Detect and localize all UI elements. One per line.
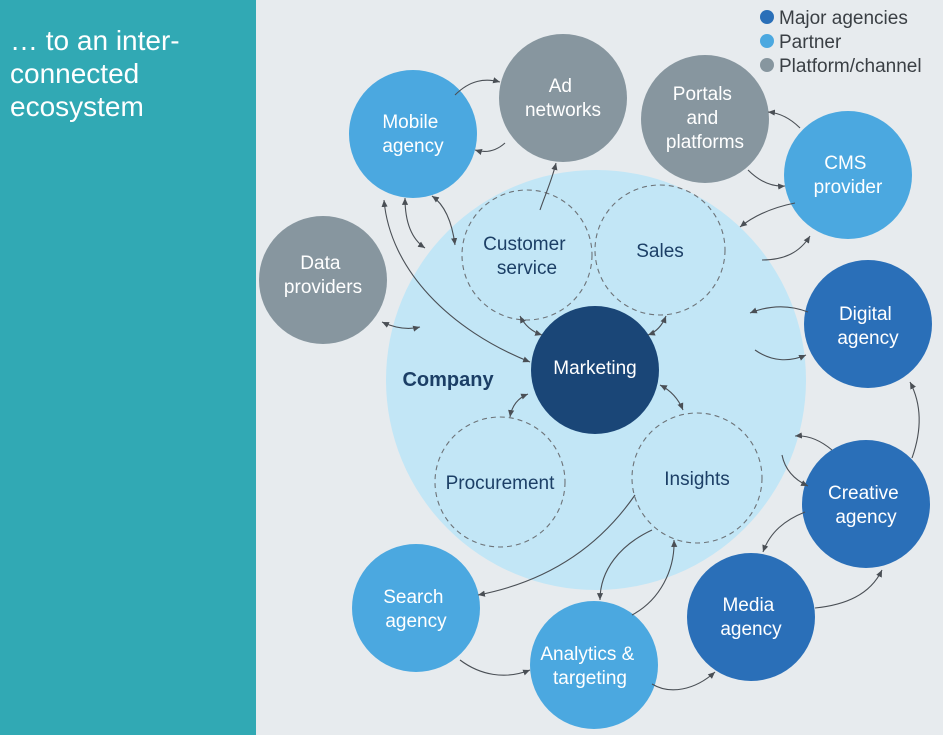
node-analytics-line-2: targeting <box>553 668 627 689</box>
node-ad-networks-line-1: Ad <box>549 76 572 97</box>
function-customer-service-line-1: Customer <box>483 234 566 255</box>
arrow-mobile-to-marketing <box>381 199 531 363</box>
node-cms-provider-line-1: CMS <box>824 153 866 174</box>
node-portals-line-1: Portals <box>673 84 732 105</box>
node-data-providers-line-2: providers <box>284 277 362 298</box>
arrow-portals-to-cms <box>767 109 801 129</box>
arrow-mobile-down <box>401 197 426 249</box>
connector-arrows <box>381 77 920 691</box>
function-customer-service-line-2: service <box>497 258 557 279</box>
function-procurement: Procurement <box>434 416 566 548</box>
node-search-agency: Search agency <box>352 544 480 672</box>
arrow-cms-from-portals <box>747 169 786 190</box>
svg-text:Sales: Sales <box>636 241 684 262</box>
legend-item-major-agencies: Major agencies <box>760 8 908 29</box>
function-insights: Insights <box>631 412 763 544</box>
node-media-agency-line-2: agency <box>720 619 782 640</box>
svg-text:Data providers: Data providers <box>284 253 362 298</box>
svg-text:Creative agency: Creative agency <box>828 483 904 528</box>
node-digital-agency-line-2: agency <box>837 328 899 349</box>
arrow-customerservice-marketing <box>519 315 543 336</box>
node-media-agency-line-1: Media <box>722 595 774 616</box>
arrow-creative-to-digital <box>909 381 920 459</box>
node-digital-agency-line-1: Digital <box>839 304 892 325</box>
node-mobile-agency-line-2: agency <box>382 136 444 157</box>
svg-text:CMS provider: CMS provider <box>814 153 883 198</box>
arrow-digital-to-company <box>749 306 809 314</box>
node-portals-line-2: and <box>687 108 719 129</box>
arrow-creative-to-company <box>794 432 833 451</box>
svg-text:Marketing: Marketing <box>553 358 636 379</box>
node-data-providers: Data providers <box>259 216 387 344</box>
svg-text:Media agency: Media agency <box>720 595 782 640</box>
node-mobile-agency: Mobile agency <box>349 70 477 198</box>
title-panel: … to an inter- connected ecosystem <box>0 0 256 735</box>
node-search-agency-line-2: agency <box>385 611 447 632</box>
node-digital-agency: Digital agency <box>804 260 932 388</box>
node-media-agency: Media agency <box>687 553 815 681</box>
arrow-company-to-creative <box>781 454 809 487</box>
arrow-cms-to-company <box>739 202 796 228</box>
legend-label-platform: Platform/channel <box>779 56 922 77</box>
legend-label-partner: Partner <box>779 32 842 53</box>
legend-item-platform: Platform/channel <box>760 56 922 77</box>
arrow-search-to-analytics <box>459 659 531 676</box>
company-label: Company <box>402 369 494 391</box>
arrow-insights-marketing <box>659 384 684 411</box>
arrow-sales-marketing <box>647 315 667 336</box>
node-data-providers-line-1: Data <box>300 253 341 274</box>
svg-text:Analytics & targeting: Analytics & targeting <box>540 644 639 689</box>
node-creative-agency: Creative agency <box>802 440 930 568</box>
function-insights-line-1: Insights <box>664 469 729 490</box>
arrow-mobile-to-adnetworks <box>454 77 501 96</box>
arrow-media-to-creative <box>814 569 883 609</box>
function-sales-line-1: Sales <box>636 241 684 262</box>
node-analytics-targeting: Analytics & targeting <box>530 601 658 729</box>
arrow-insights-to-search <box>477 494 636 597</box>
svg-text:Mobile agency: Mobile agency <box>382 112 444 157</box>
panel-title: … to an inter- connected ecosystem <box>10 25 180 122</box>
marketing-label: Marketing <box>553 358 636 379</box>
node-creative-agency-line-2: agency <box>835 507 897 528</box>
arrow-procurement-marketing <box>508 393 529 418</box>
legend-item-partner: Partner <box>760 32 842 53</box>
arrow-analytics-to-insights <box>631 539 678 616</box>
node-creative-agency-line-1: Creative <box>828 483 899 504</box>
node-mobile-agency-line-1: Mobile <box>382 112 438 133</box>
node-cms-provider-line-2: provider <box>814 177 883 198</box>
svg-text:Procurement: Procurement <box>446 473 555 494</box>
arrow-creative-to-media <box>762 511 806 553</box>
node-ad-networks: Ad networks <box>499 34 627 162</box>
arrow-dataproviders-company <box>381 321 421 332</box>
node-cms-provider: CMS provider <box>784 111 912 239</box>
node-ad-networks-line-2: networks <box>525 100 601 121</box>
arrow-customerservice-to-adnetworks <box>539 162 558 211</box>
svg-text:Insights: Insights <box>664 469 729 490</box>
node-search-agency-line-1: Search <box>383 587 443 608</box>
svg-text:Portals and platfo: Portals and platforms <box>666 84 744 153</box>
node-portals-and-platforms: Portals and platforms <box>641 55 769 183</box>
function-sales: Sales <box>594 184 726 316</box>
arrow-company-to-cms <box>761 235 811 261</box>
function-procurement-line-1: Procurement <box>446 473 555 494</box>
node-portals-line-3: platforms <box>666 132 744 153</box>
svg-text:Search agency: Search agency <box>383 587 448 632</box>
svg-text:Ad networks: Ad networks <box>525 76 601 121</box>
node-analytics-line-1: Analytics & <box>540 644 634 665</box>
arrow-adnetworks-to-mobile <box>474 142 506 155</box>
legend-label-major: Major agencies <box>779 8 908 29</box>
legend: Major agencies Partner Platform/channel <box>760 8 922 77</box>
arrow-company-to-digital <box>754 349 807 361</box>
arrow-analytics-to-media <box>651 671 716 691</box>
arrow-insights-to-analytics <box>596 529 653 601</box>
svg-text:Digital agency: Digital agency <box>837 304 899 349</box>
marketing-node: Marketing <box>531 306 659 434</box>
